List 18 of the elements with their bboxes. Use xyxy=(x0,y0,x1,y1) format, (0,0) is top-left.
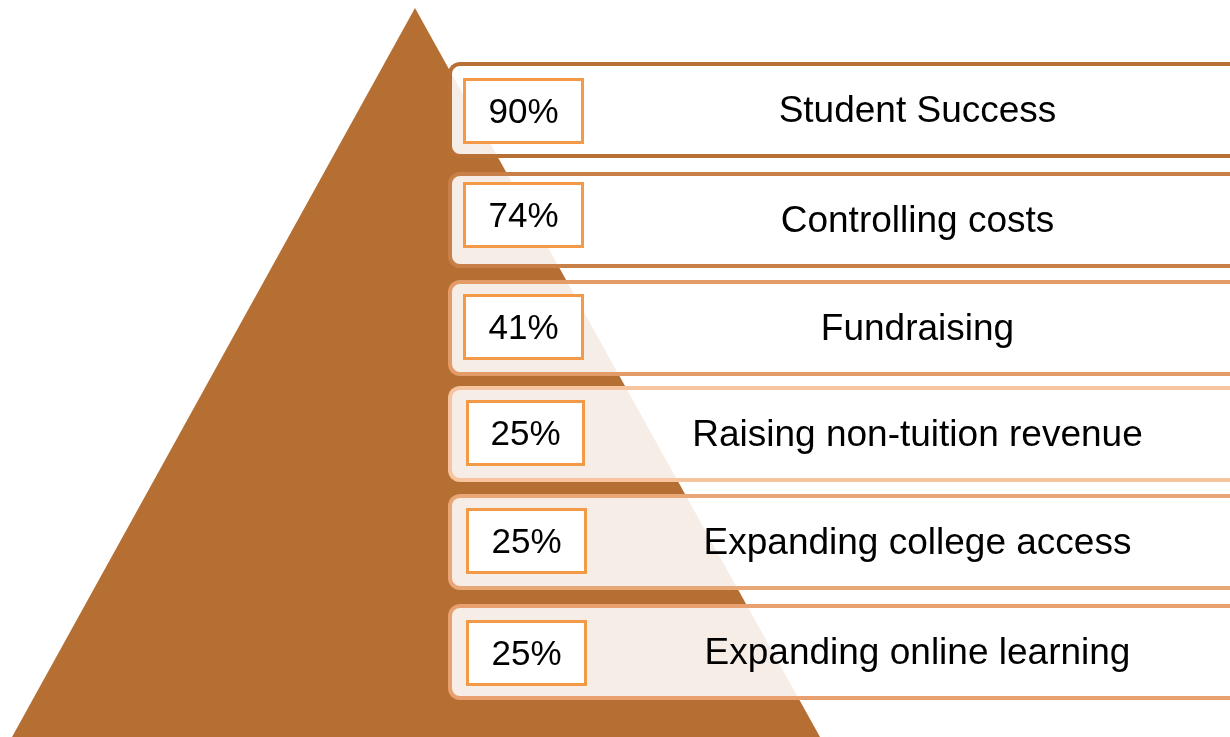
percentage-value: 90% xyxy=(463,78,584,144)
percentage-value: 25% xyxy=(466,400,585,466)
band-label: Controlling costs xyxy=(779,198,1056,242)
percentage-value: 74% xyxy=(463,182,584,248)
band-label: Student Success xyxy=(777,88,1058,132)
percentage-value: 25% xyxy=(466,620,587,686)
band-label: Expanding college access xyxy=(702,520,1133,564)
pyramid-band xyxy=(448,604,1230,700)
pyramid-band xyxy=(448,494,1230,590)
band-label: Fundraising xyxy=(819,306,1016,350)
pyramid-band xyxy=(448,386,1230,482)
pyramid-band xyxy=(448,172,1230,268)
band-label: Expanding online learning xyxy=(703,630,1132,674)
percentage-value: 25% xyxy=(466,508,587,574)
percentage-value: 41% xyxy=(463,294,584,360)
pyramid-band xyxy=(448,280,1230,376)
band-label: Raising non-tuition revenue xyxy=(691,412,1144,456)
pyramid-band xyxy=(448,62,1230,158)
